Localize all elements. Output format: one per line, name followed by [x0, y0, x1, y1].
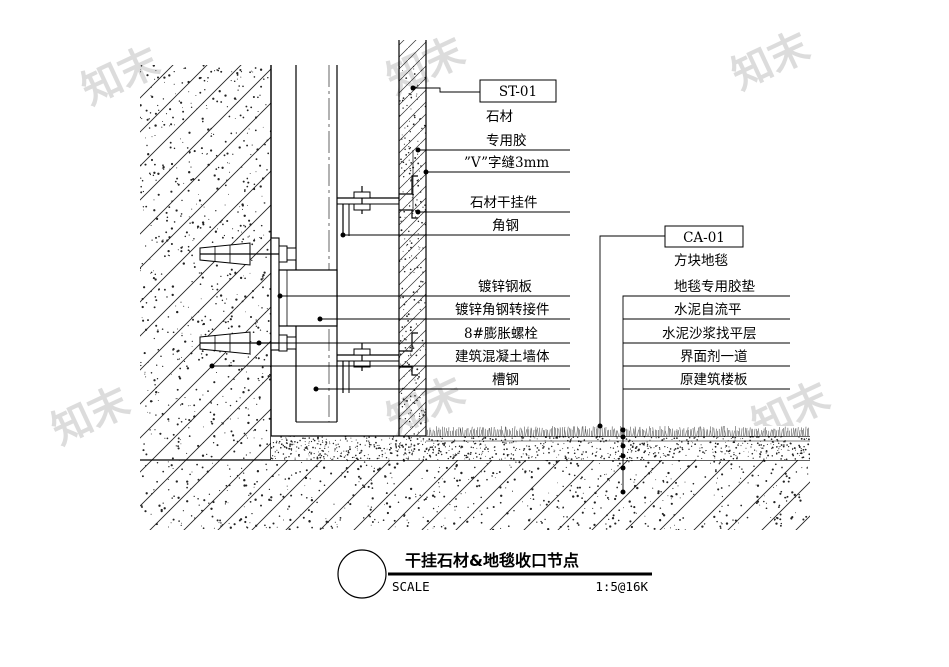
- concrete-wall: [140, 65, 272, 460]
- floor-leaders: [599, 235, 790, 492]
- label-concrete-wall: 建筑混凝土墙体: [455, 349, 550, 365]
- label-expansion-bolt: 8#膨胀螺栓: [464, 326, 538, 342]
- label-interface-agent: 界面剂一道: [680, 349, 748, 365]
- label-self-leveling: 水泥自流平: [674, 302, 742, 318]
- floor-slab: [140, 459, 810, 530]
- scale-label: SCALE: [392, 579, 430, 594]
- label-channel-steel: 槽钢: [492, 372, 519, 388]
- label-mortar-screed: 水泥沙浆找平层: [662, 326, 757, 342]
- channel-steel: [295, 65, 338, 423]
- label-carpet-pad: 地毯专用胶垫: [674, 278, 755, 295]
- galvanized-plate: [270, 237, 338, 351]
- carpet-tile: [425, 425, 810, 437]
- label-stone: 石材: [486, 109, 513, 125]
- floor-labels: 方块地毯 地毯专用胶垫 水泥自流平 水泥沙浆找平层 界面剂一道 原建筑楼板: [662, 253, 757, 388]
- drawing-title: 干挂石材&地毯收口节点: [405, 551, 579, 570]
- label-floor-slab: 原建筑楼板: [680, 372, 748, 388]
- svg-text:知末: 知末: [45, 379, 137, 454]
- label-v-joint: ”V”字缝3mm: [464, 155, 549, 171]
- label-galvanized-plate: 镀锌钢板: [478, 278, 532, 295]
- label-adhesive: 专用胶: [486, 132, 527, 149]
- wall-labels: 石材 专用胶 ”V”字缝3mm 石材干挂件 角钢 镀锌钢板 镀锌角钢转接件 8#…: [455, 109, 550, 388]
- detail-circle: [337, 549, 387, 599]
- svg-text:CA-01: CA-01: [683, 230, 725, 246]
- stone-panel: [398, 40, 427, 436]
- wall-leader-dots: [209, 85, 429, 392]
- label-angle-adapter: 镀锌角钢转接件: [455, 301, 550, 318]
- label-stone-hanger: 石材干挂件: [470, 195, 538, 211]
- wall-leaders: [212, 87, 570, 390]
- label-angle-steel: 角钢: [492, 218, 519, 234]
- expansion-bolts: [199, 242, 297, 355]
- floor-leader-dots: [597, 423, 626, 495]
- title-block: 干挂石材&地毯收口节点 SCALE 1:5@16K: [337, 549, 652, 599]
- carpet-tag: CA-01: [664, 225, 744, 248]
- stone-tag: ST-01: [479, 79, 557, 103]
- scale-value: 1:5@16K: [595, 579, 648, 594]
- floor-screed: [271, 435, 810, 460]
- label-carpet-tile: 方块地毯: [674, 253, 728, 269]
- svg-text:知末: 知末: [725, 24, 817, 99]
- svg-text:ST-01: ST-01: [499, 84, 537, 100]
